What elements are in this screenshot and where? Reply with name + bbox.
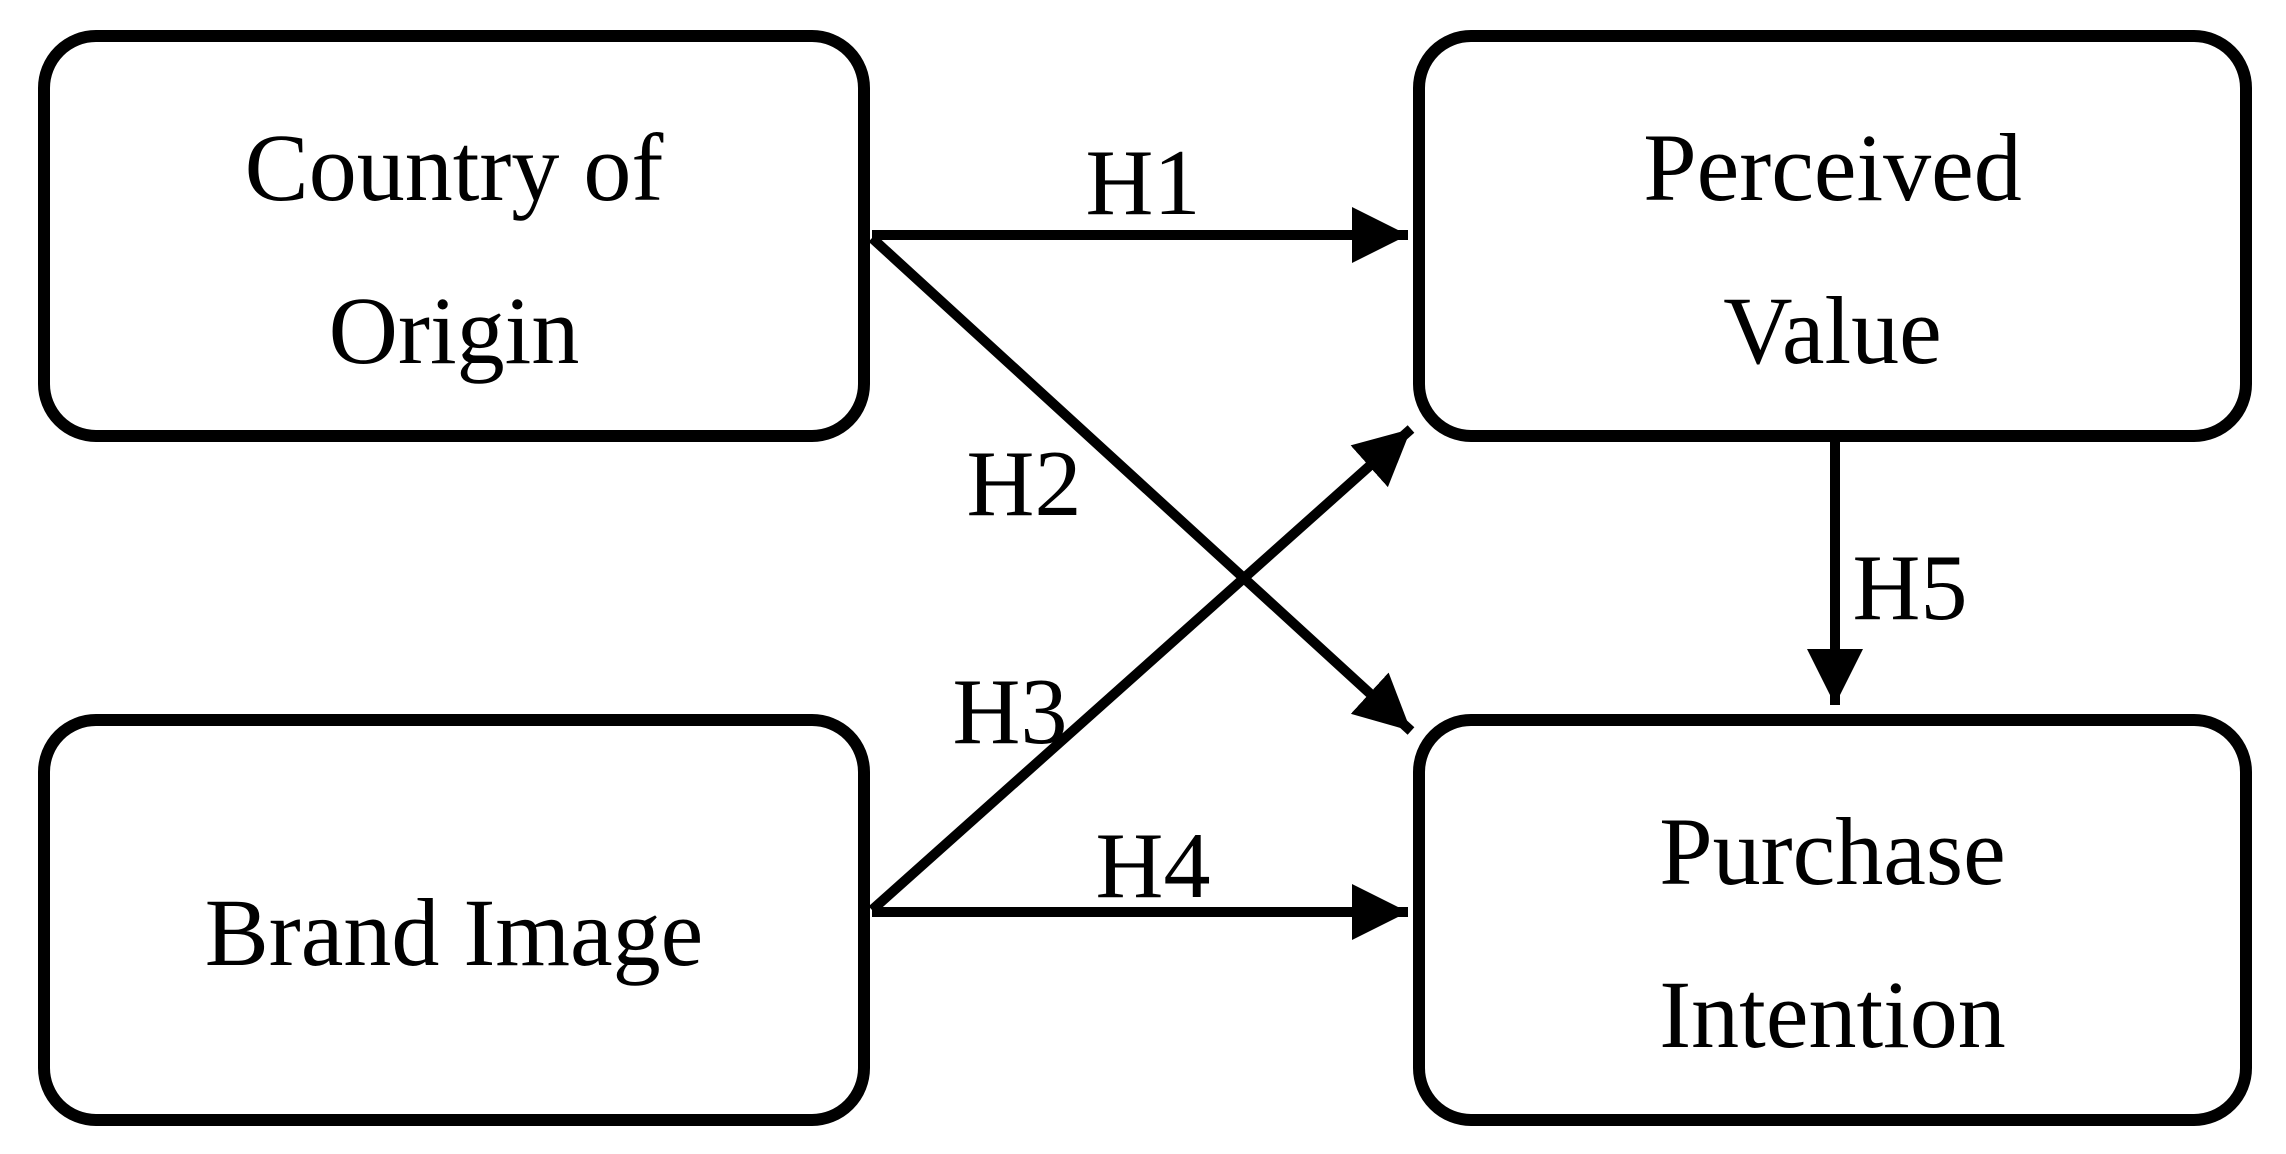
node-perceived-value: Perceived Value [1413,30,2252,442]
edge-label-h5: H5 [1852,536,1968,640]
edge-label-h2: H2 [966,432,1082,536]
node-label-line: Origin [328,277,580,384]
edge-label-h1: H1 [1085,131,1201,235]
node-label-line: Country of [244,113,664,221]
node-brand-image: Brand Image [38,714,870,1126]
edge-label-h3: H3 [952,660,1068,764]
node-purchase-intention: Purchase Intention [1413,714,2252,1126]
node-label-line: Purchase [1659,797,2006,905]
node-label-line: Brand Image [204,879,704,987]
edge-h2-line [868,234,1415,735]
node-label-line: Intention [1659,961,2006,1068]
node-country-of-origin: Country of Origin [38,30,870,442]
node-label-line: Value [1723,277,1942,384]
node-label-line: Perceived [1643,113,2022,221]
edge-label-h4: H4 [1095,814,1211,918]
